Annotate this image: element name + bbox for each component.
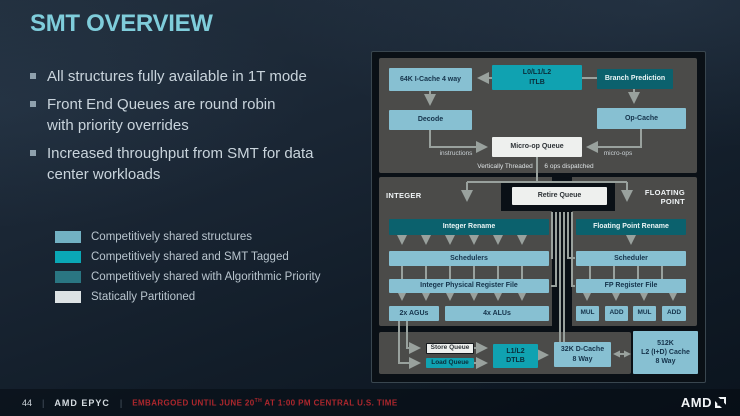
- cpu-core-diagram: 64K I-Cache 4 way L0/L1/L2 ITLB Branch P…: [371, 51, 706, 383]
- itlb-box: L0/L1/L2 ITLB: [492, 65, 582, 90]
- decode-box: Decode: [389, 110, 472, 130]
- mul-box: MUL: [576, 306, 599, 321]
- amd-logo: AMD: [681, 395, 726, 410]
- footer-separator: |: [42, 397, 45, 408]
- dcache-box: 32K D-Cache 8 Way: [554, 342, 611, 367]
- retire-queue-box: Retire Queue: [512, 187, 607, 205]
- legend-swatch-statically-partitioned: [55, 291, 81, 303]
- embargo-superscript: TH: [254, 397, 263, 404]
- ops-dispatched-label: 6 ops dispatched: [544, 163, 594, 170]
- bullet-list: All structures fully available in 1T mod…: [30, 66, 370, 192]
- agus-box: 2x AGUs: [389, 306, 439, 321]
- micro-op-queue-box: Micro-op Queue: [492, 137, 582, 157]
- mul-box: MUL: [633, 306, 656, 321]
- schedulers-box: Schedulers: [389, 251, 549, 266]
- integer-label: INTEGER: [386, 191, 422, 200]
- load-queue-box: Load Queue: [426, 358, 474, 368]
- legend-item: Competitively shared and SMT Tagged: [55, 251, 320, 263]
- add-box: ADD: [605, 306, 628, 321]
- legend-label: Competitively shared with Algorithmic Pr…: [91, 271, 321, 283]
- footer-separator: |: [119, 397, 123, 408]
- micro-ops-label: micro-ops: [603, 150, 633, 157]
- integer-register-file-box: Integer Physical Register File: [389, 279, 549, 293]
- bullet-marker: [30, 73, 36, 79]
- brand-label: AMD EPYC: [54, 397, 110, 408]
- vertically-threaded-label: Vertically Threaded: [477, 163, 533, 170]
- fp-rename-box: Floating Point Rename: [576, 219, 686, 235]
- legend-swatch-competitive-shared: [55, 231, 81, 243]
- bullet-item: Front End Queues are round robin with pr…: [30, 94, 370, 136]
- dtlb-box: L1/L2 DTLB: [493, 344, 538, 368]
- instructions-label: instructions: [439, 150, 473, 157]
- bullet-item: Increased throughput from SMT for data c…: [30, 143, 370, 185]
- bullet-text: Front End Queues are round robin with pr…: [47, 96, 276, 134]
- integer-rename-box: Integer Rename: [389, 219, 549, 235]
- bullet-text: Increased throughput from SMT for data c…: [47, 145, 314, 183]
- footer-bar: 44 | AMD EPYC | EMBARGOED UNTIL JUNE 20T…: [0, 389, 740, 416]
- fp-scheduler-box: Scheduler: [576, 251, 686, 266]
- store-queue-box: Store Queue: [426, 343, 474, 354]
- legend-label: Competitively shared and SMT Tagged: [91, 251, 289, 263]
- amd-logo-text: AMD: [680, 395, 712, 410]
- floating-point-label: FLOATING POINT: [644, 188, 685, 206]
- alus-box: 4x ALUs: [445, 306, 549, 321]
- embargo-notice: EMBARGOED UNTIL JUNE 20TH AT 1:00 PM CEN…: [132, 398, 397, 408]
- op-cache-box: Op-Cache: [597, 108, 686, 129]
- page-number: 44: [22, 397, 33, 408]
- legend-label: Statically Partitioned: [91, 291, 196, 303]
- legend-swatch-algorithmic-priority: [55, 271, 81, 283]
- embargo-text: EMBARGOED UNTIL JUNE 20: [132, 398, 255, 408]
- legend-label: Competitively shared structures: [91, 231, 253, 243]
- bullet-item: All structures fully available in 1T mod…: [30, 66, 370, 87]
- amd-arrow-icon: [715, 397, 726, 408]
- embargo-text: AT 1:00 PM CENTRAL U.S. TIME: [262, 398, 398, 408]
- bullet-marker: [30, 150, 36, 156]
- page-title: SMT OVERVIEW: [30, 10, 213, 37]
- fp-register-file-box: FP Register File: [576, 279, 686, 293]
- branch-prediction-box: Branch Prediction: [597, 69, 673, 89]
- bullet-marker: [30, 101, 36, 107]
- add-box: ADD: [662, 306, 686, 321]
- legend-item: Statically Partitioned: [55, 291, 320, 303]
- l2-cache-box: 512K L2 (I+D) Cache 8 Way: [633, 331, 698, 374]
- legend: Competitively shared structures Competit…: [55, 231, 320, 311]
- legend-item: Competitively shared structures: [55, 231, 320, 243]
- icache-box: 64K I-Cache 4 way: [389, 68, 472, 91]
- legend-swatch-smt-tagged: [55, 251, 81, 263]
- legend-item: Competitively shared with Algorithmic Pr…: [55, 271, 320, 283]
- bullet-text: All structures fully available in 1T mod…: [47, 68, 307, 85]
